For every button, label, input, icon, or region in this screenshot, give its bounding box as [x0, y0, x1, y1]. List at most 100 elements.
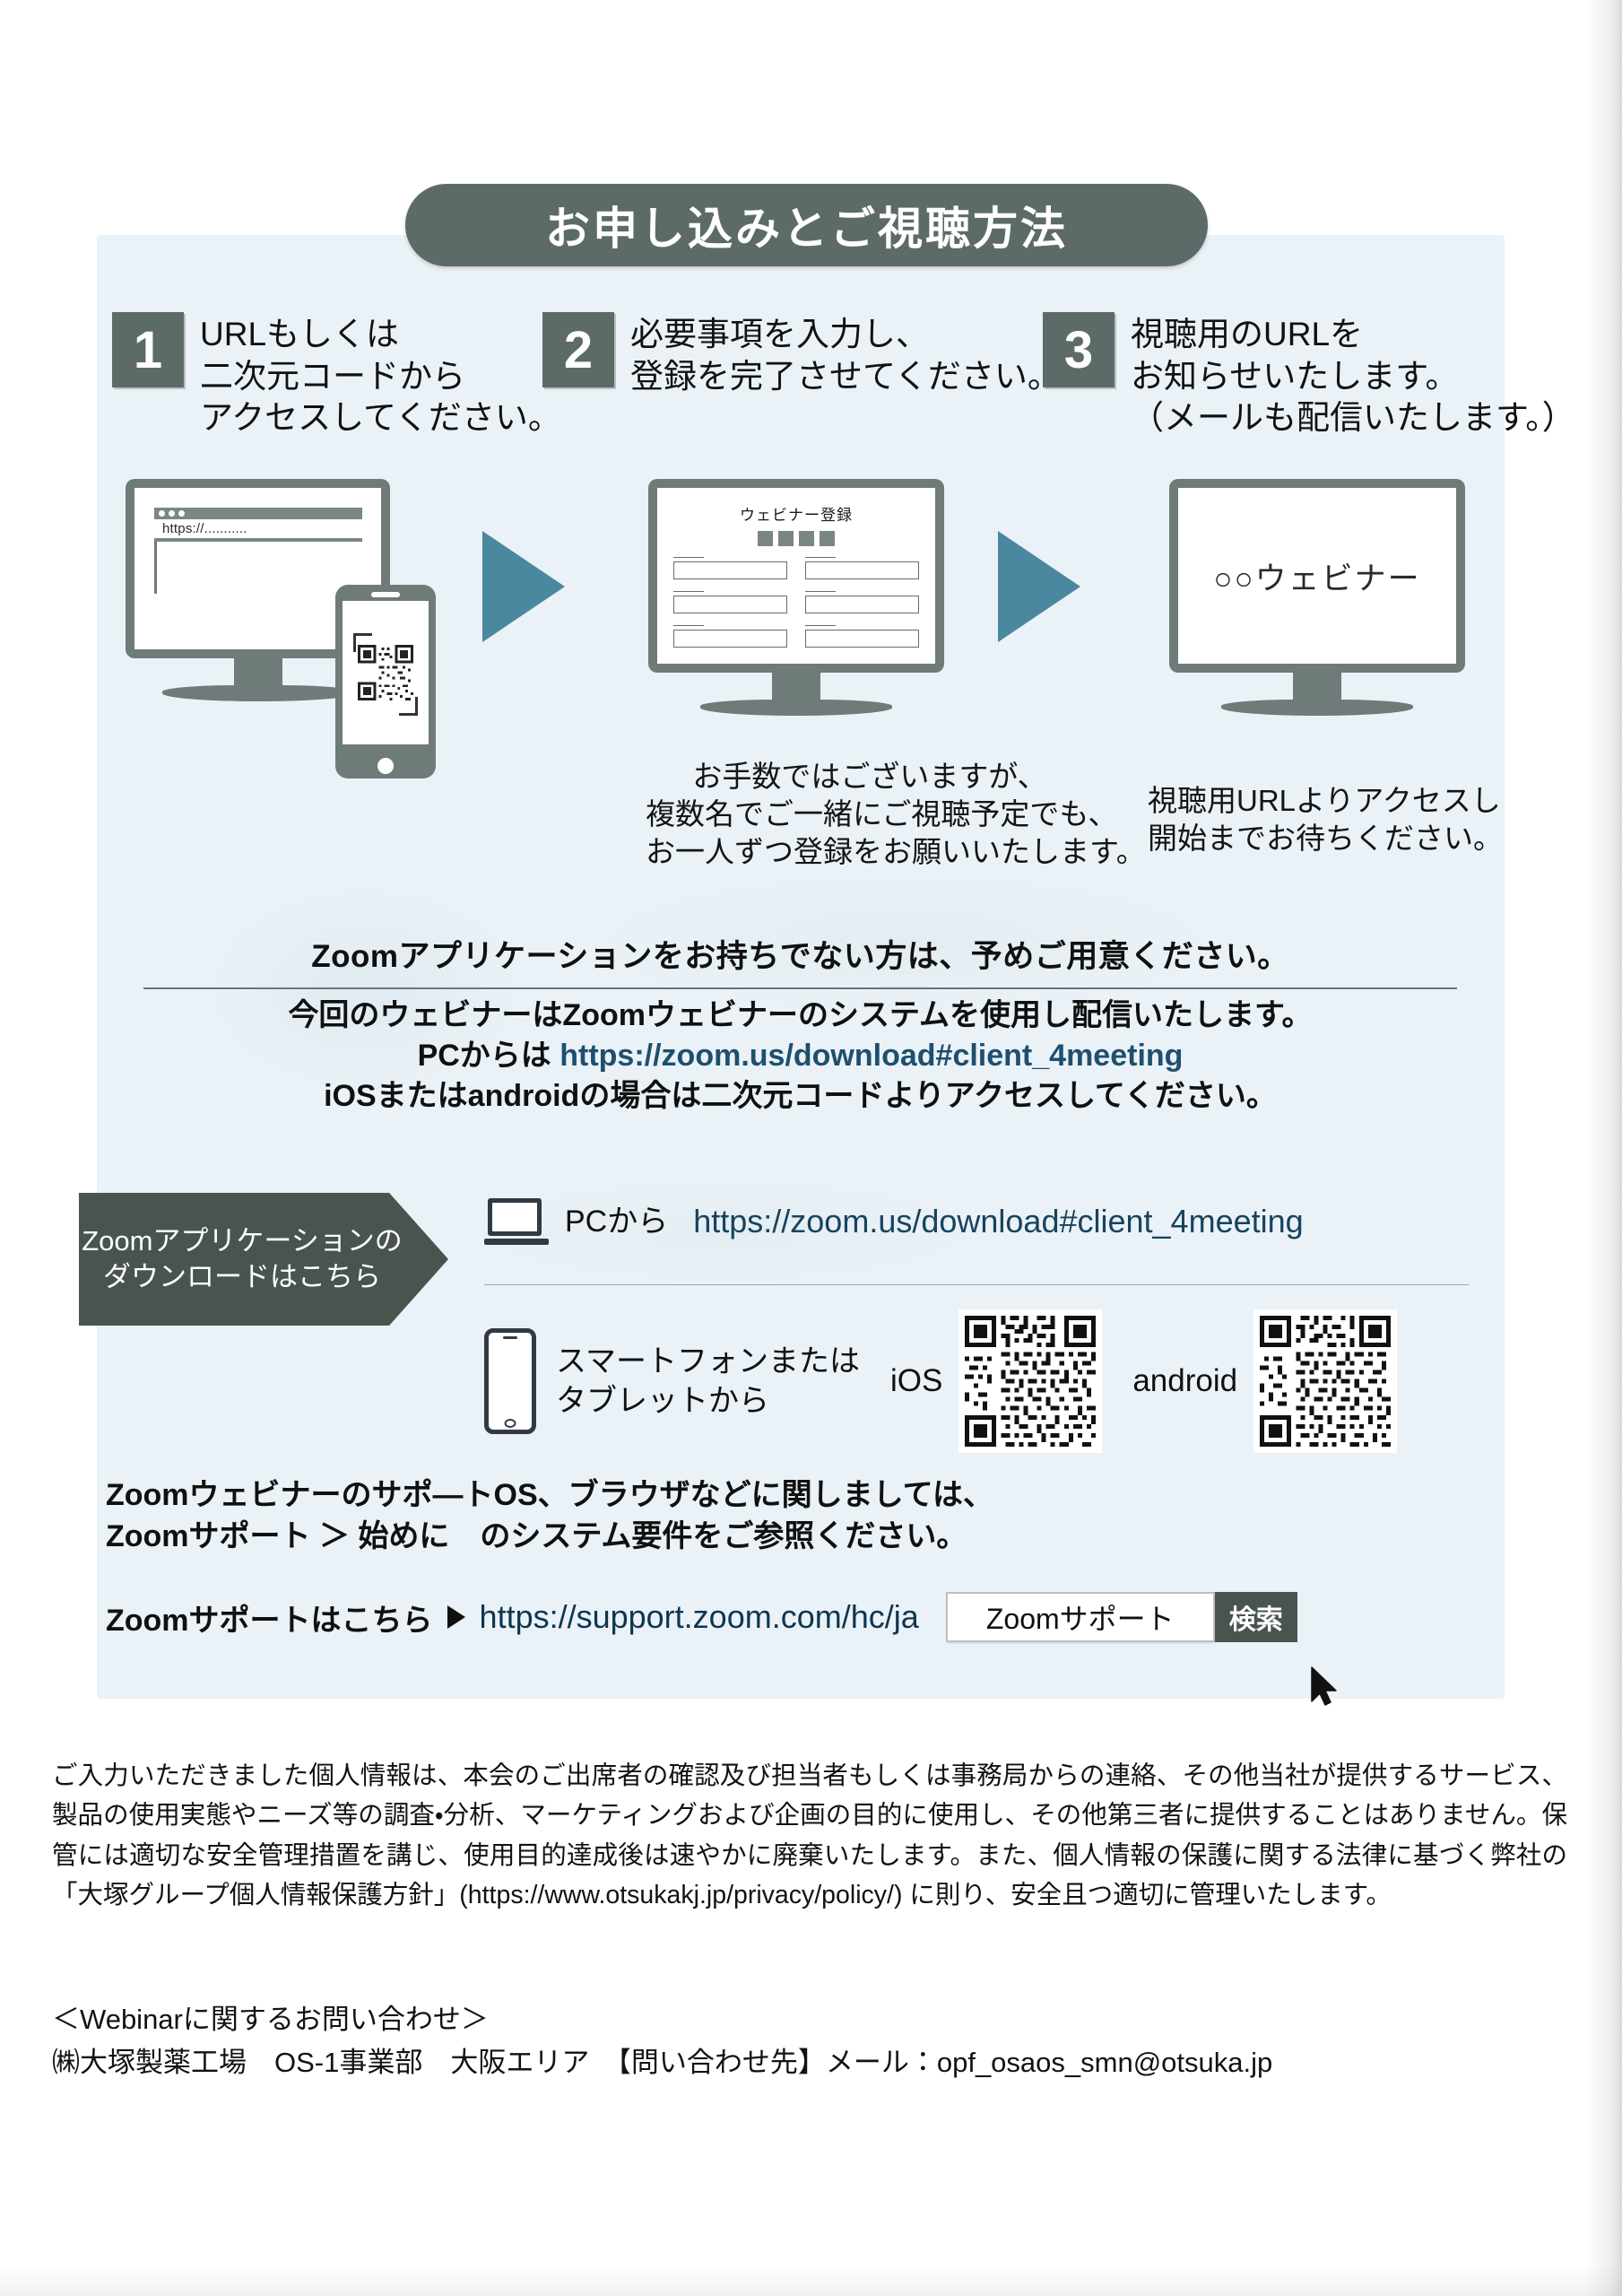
- download-callout-line-1: Zoomアプリケーションの: [82, 1225, 403, 1257]
- step-2-caption: お手数ではございますが、 複数名でご一緒にご視聴予定でも、 お一人ずつ登録をお願…: [646, 758, 1146, 872]
- chip: [820, 531, 835, 546]
- download-mobile-label: スマートフォンまたは タブレットから: [556, 1342, 860, 1421]
- qr-code-android[interactable]: [1253, 1309, 1398, 1453]
- zoom-app-notice: Zoomアプリケーションをお持ちでない方は、予めご用意ください。: [143, 931, 1457, 989]
- download-row-mobile: スマートフォンまたは タブレットから iOS: [484, 1309, 1398, 1453]
- download-callout-line-2: ダウンロードはこちら: [103, 1261, 381, 1292]
- zoom-para-line-3: iOSまたはandroidの場合は二次元コードよりアクセスしてください。: [324, 1079, 1277, 1114]
- zoom-para-pc-prefix: PCからは: [417, 1039, 551, 1074]
- support-url[interactable]: https://support.zoom.com/hc/ja: [479, 1598, 919, 1635]
- monitor-indicator-dots: [1391, 655, 1444, 664]
- illustration-monitor-webinar: ○○ウェビナー: [1169, 479, 1465, 716]
- registration-form-title: ウェビナー登録: [740, 507, 853, 524]
- form-field: [805, 625, 919, 648]
- scan-edge-shadow: [1584, 0, 1622, 2296]
- browser-url-text: https://...........: [154, 519, 362, 542]
- step-2-caption-line-2: 複数名でご一緒にご視聴予定でも、: [646, 797, 1118, 831]
- step-3-line-1: 視聴用のURLを: [1131, 316, 1364, 352]
- zoom-app-paragraph: 今回のウェビナーはZoomウェビナーのシステムを使用し配信いたします。 PCから…: [143, 996, 1457, 1118]
- scan-corner-icon: [399, 697, 418, 716]
- privacy-policy-text: ご入力いただきました個人情報は、本会のご出席者の確認及び担当者もしくは事務局から…: [52, 1761, 1567, 1910]
- step-1-line-3: アクセスしてください。: [200, 399, 561, 437]
- scan-corner-icon: [353, 633, 372, 652]
- zoom-para-line-2: PCからは https://zoom.us/download#client_4m…: [143, 1036, 1457, 1076]
- form-field: [673, 557, 787, 579]
- search-input[interactable]: Zoomサポート: [945, 1592, 1215, 1642]
- step-3-caption-line-1: 視聴用URLよりアクセスし: [1148, 784, 1501, 817]
- step-1: 1 URLもしくは 二次元コードから アクセスしてください。: [112, 312, 561, 439]
- chip: [758, 531, 773, 546]
- flow-arrow-1-icon: [482, 531, 565, 642]
- monitor-base: [1221, 700, 1413, 716]
- support-link-row: Zoomサポートはこちら https://support.zoom.com/hc…: [106, 1592, 1337, 1706]
- zoom-download-url[interactable]: https://zoom.us/download#client_4meeting: [559, 1039, 1184, 1074]
- support-line-2: Zoomサポート ＞ 始めに のシステム要件をご参照ください。: [106, 1518, 967, 1553]
- download-pc-url[interactable]: https://zoom.us/download#client_4meeting: [693, 1203, 1304, 1239]
- download-mobile-line-2: タブレットから: [556, 1384, 769, 1418]
- form-field: [805, 557, 919, 579]
- monitor-base: [161, 685, 354, 701]
- monitor-screen: ○○ウェビナー: [1178, 488, 1456, 664]
- support-line-1: Zoomウェビナーのサポ―トOS、ブラウザなどに関しましては、: [106, 1478, 993, 1512]
- monitor-neck: [1293, 673, 1341, 703]
- download-pc-label: PCから: [565, 1204, 669, 1239]
- qr-android-label: android: [1132, 1363, 1238, 1398]
- step-2-text: 必要事項を入力し、 登録を完了させてください。: [630, 312, 1061, 397]
- monitor-screen: ウェビナー登録: [657, 488, 935, 664]
- step-1-text: URLもしくは 二次元コードから アクセスしてください。: [200, 312, 561, 439]
- step-1-number: 1: [112, 312, 184, 387]
- step-2-line-1: 必要事項を入力し、: [630, 316, 929, 352]
- step-3-number: 3: [1043, 312, 1115, 387]
- monitor-bezel: ウェビナー登録: [648, 479, 944, 673]
- step-2: 2 必要事項を入力し、 登録を完了させてください。: [542, 312, 1061, 397]
- form-field: [673, 591, 787, 613]
- step-2-caption-line-3: お一人ずつ登録をお願いいたします。: [646, 835, 1146, 869]
- download-divider: [484, 1284, 1469, 1285]
- contact-detail: ㈱大塚製薬工場 OS-1事業部 大阪エリア 【問い合わせ先】メール：opf_os…: [52, 2047, 1273, 2079]
- registration-progress-chips: [657, 531, 935, 546]
- step-3-caption-line-2: 開始までお待ちください。: [1148, 822, 1503, 856]
- search-button-label: 検索: [1228, 1605, 1283, 1635]
- support-paragraph: Zoomウェビナーのサポ―トOS、ブラウザなどに関しましては、 Zoomサポート…: [106, 1475, 993, 1557]
- phone-home-button: [377, 758, 394, 774]
- step-2-line-2: 登録を完了させてください。: [630, 357, 1061, 395]
- flow-arrow-2-icon: [998, 531, 1080, 642]
- browser-dot-green: [178, 510, 185, 517]
- qr-code-icon: [358, 645, 413, 700]
- browser-dot-yellow: [169, 510, 175, 517]
- registration-field-grid: [673, 557, 919, 648]
- support-link-label: Zoomサポートはこちら: [106, 1603, 433, 1638]
- download-mobile-line-1: スマートフォンまたは: [556, 1344, 860, 1378]
- qr-ios-label: iOS: [889, 1363, 943, 1398]
- phone-screen: [343, 601, 429, 744]
- step-3: 3 視聴用のURLを お知らせいたします。 （メールも配信いたします。）: [1043, 312, 1575, 439]
- illustration-monitor-registration: ウェビナー登録: [648, 479, 944, 716]
- browser-content-area: [154, 542, 362, 594]
- webinar-screen-text: ○○ウェビナー: [1213, 561, 1421, 596]
- page-title-banner: お申し込みとご視聴方法: [405, 184, 1208, 266]
- play-triangle-icon: [447, 1605, 465, 1629]
- form-field: [805, 591, 919, 613]
- monitor-neck: [233, 658, 282, 689]
- step-1-line-1: URLもしくは: [200, 316, 400, 352]
- step-3-text: 視聴用のURLを お知らせいたします。 （メールも配信いたします。）: [1131, 312, 1575, 439]
- illustration-phone-qr: [335, 585, 436, 778]
- phone-speaker: [371, 592, 400, 597]
- scan-edge-shadow-bottom: [0, 2264, 1622, 2296]
- monitor-base: [700, 700, 892, 716]
- chip: [778, 531, 794, 546]
- download-row-pc: PCから https://zoom.us/download#client_4me…: [484, 1198, 1304, 1245]
- contact-heading: ＜Webinarに関するお問い合わせ＞: [52, 2004, 489, 2035]
- browser-dot-red: [159, 510, 165, 517]
- step-2-caption-line-1: お手数ではございますが、: [692, 760, 1047, 793]
- chip: [799, 531, 814, 546]
- laptop-icon: [484, 1198, 549, 1245]
- monitor-indicator-dots: [870, 655, 923, 664]
- search-button[interactable]: 検索: [1214, 1592, 1337, 1706]
- step-1-line-2: 二次元コードから: [200, 357, 465, 395]
- monitor-neck: [772, 673, 820, 703]
- step-3-line-3: （メールも配信いたします。）: [1131, 399, 1575, 437]
- step-2-number: 2: [542, 312, 614, 387]
- qr-code-ios[interactable]: [958, 1309, 1103, 1453]
- step-3-caption: 視聴用URLよりアクセスし 開始までお待ちください。: [1148, 782, 1503, 857]
